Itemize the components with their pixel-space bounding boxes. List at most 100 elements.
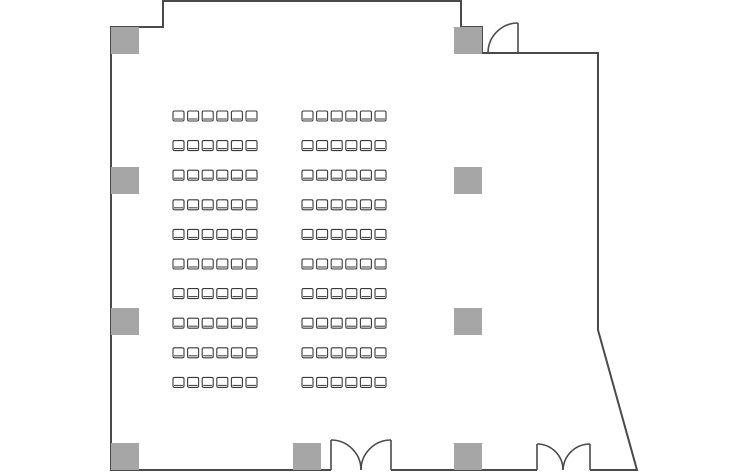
chair[interactable]	[187, 169, 200, 181]
chair[interactable]	[187, 199, 200, 211]
chair[interactable]	[187, 288, 200, 300]
chair[interactable]	[172, 199, 185, 211]
chair[interactable]	[359, 169, 372, 181]
chair[interactable]	[301, 228, 314, 240]
chair[interactable]	[245, 169, 258, 181]
chair[interactable]	[345, 110, 358, 122]
chair[interactable]	[187, 317, 200, 329]
chair[interactable]	[245, 199, 258, 211]
chair[interactable]	[330, 110, 343, 122]
chair[interactable]	[216, 140, 229, 152]
chair[interactable]	[216, 110, 229, 122]
chair[interactable]	[172, 258, 185, 270]
chair[interactable]	[374, 228, 387, 240]
chair[interactable]	[230, 347, 243, 359]
chair[interactable]	[316, 288, 329, 300]
chair[interactable]	[301, 140, 314, 152]
chair[interactable]	[201, 228, 214, 240]
chair[interactable]	[345, 376, 358, 388]
chair[interactable]	[301, 347, 314, 359]
chair[interactable]	[201, 347, 214, 359]
chair[interactable]	[301, 199, 314, 211]
chair[interactable]	[330, 199, 343, 211]
chair[interactable]	[316, 140, 329, 152]
chair[interactable]	[316, 317, 329, 329]
chair[interactable]	[172, 169, 185, 181]
chair[interactable]	[172, 140, 185, 152]
chair[interactable]	[330, 228, 343, 240]
chair[interactable]	[359, 110, 372, 122]
chair[interactable]	[245, 110, 258, 122]
chair[interactable]	[374, 258, 387, 270]
chair[interactable]	[301, 258, 314, 270]
chair[interactable]	[187, 347, 200, 359]
chair[interactable]	[187, 228, 200, 240]
chair[interactable]	[330, 288, 343, 300]
chair[interactable]	[345, 199, 358, 211]
chair[interactable]	[172, 110, 185, 122]
chair[interactable]	[230, 199, 243, 211]
chair[interactable]	[374, 169, 387, 181]
chair[interactable]	[359, 228, 372, 240]
chair[interactable]	[345, 258, 358, 270]
chair[interactable]	[172, 288, 185, 300]
chair[interactable]	[359, 140, 372, 152]
chair[interactable]	[330, 258, 343, 270]
chair[interactable]	[301, 376, 314, 388]
chair[interactable]	[301, 288, 314, 300]
chair[interactable]	[345, 140, 358, 152]
chair[interactable]	[330, 169, 343, 181]
chair[interactable]	[374, 140, 387, 152]
chair[interactable]	[230, 169, 243, 181]
chair[interactable]	[201, 110, 214, 122]
top-right-door[interactable]	[487, 22, 519, 54]
chair[interactable]	[301, 317, 314, 329]
chair[interactable]	[172, 376, 185, 388]
chair[interactable]	[316, 376, 329, 388]
chair[interactable]	[359, 376, 372, 388]
chair[interactable]	[216, 317, 229, 329]
chair[interactable]	[216, 199, 229, 211]
chair[interactable]	[374, 288, 387, 300]
chair[interactable]	[245, 258, 258, 270]
chair[interactable]	[230, 317, 243, 329]
chair[interactable]	[359, 199, 372, 211]
chair[interactable]	[245, 288, 258, 300]
chair[interactable]	[201, 376, 214, 388]
chair[interactable]	[216, 376, 229, 388]
chair[interactable]	[187, 258, 200, 270]
chair[interactable]	[345, 317, 358, 329]
chair[interactable]	[316, 199, 329, 211]
chair[interactable]	[345, 288, 358, 300]
chair[interactable]	[374, 376, 387, 388]
chair[interactable]	[316, 347, 329, 359]
chair[interactable]	[230, 376, 243, 388]
chair[interactable]	[359, 347, 372, 359]
chair[interactable]	[330, 347, 343, 359]
chair[interactable]	[201, 288, 214, 300]
chair[interactable]	[330, 317, 343, 329]
chair[interactable]	[201, 140, 214, 152]
chair[interactable]	[201, 169, 214, 181]
chair[interactable]	[359, 258, 372, 270]
chair[interactable]	[230, 258, 243, 270]
bottom-right-door[interactable]	[536, 443, 591, 471]
chair[interactable]	[201, 258, 214, 270]
chair[interactable]	[245, 317, 258, 329]
chair[interactable]	[359, 317, 372, 329]
chair[interactable]	[316, 110, 329, 122]
chair[interactable]	[374, 347, 387, 359]
chair[interactable]	[187, 376, 200, 388]
chair[interactable]	[187, 140, 200, 152]
chair[interactable]	[230, 288, 243, 300]
chair[interactable]	[216, 228, 229, 240]
chair[interactable]	[201, 199, 214, 211]
chair[interactable]	[301, 110, 314, 122]
chair[interactable]	[345, 169, 358, 181]
chair[interactable]	[230, 228, 243, 240]
chair[interactable]	[172, 317, 185, 329]
chair[interactable]	[316, 169, 329, 181]
chair[interactable]	[330, 140, 343, 152]
chair[interactable]	[216, 169, 229, 181]
chair[interactable]	[316, 228, 329, 240]
